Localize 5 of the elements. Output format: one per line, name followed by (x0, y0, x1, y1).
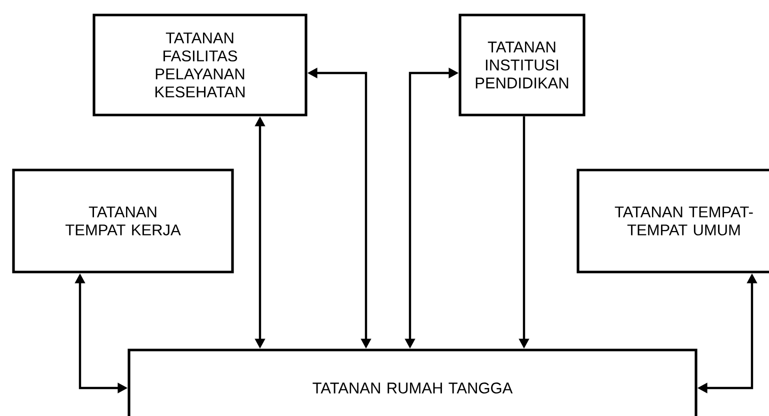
box: TATANAN RUMAH TANGGA (128, 348, 698, 416)
box: TATANAN FASILITAS PELAYANAN KESEHATAN (92, 14, 308, 116)
box: TATANAN INSTITUSI PENDIDIKAN (458, 14, 586, 116)
box: TATANAN TEMPAT KERJA (12, 168, 234, 274)
box: TATANAN TEMPAT-TEMPAT UMUM (576, 168, 769, 274)
